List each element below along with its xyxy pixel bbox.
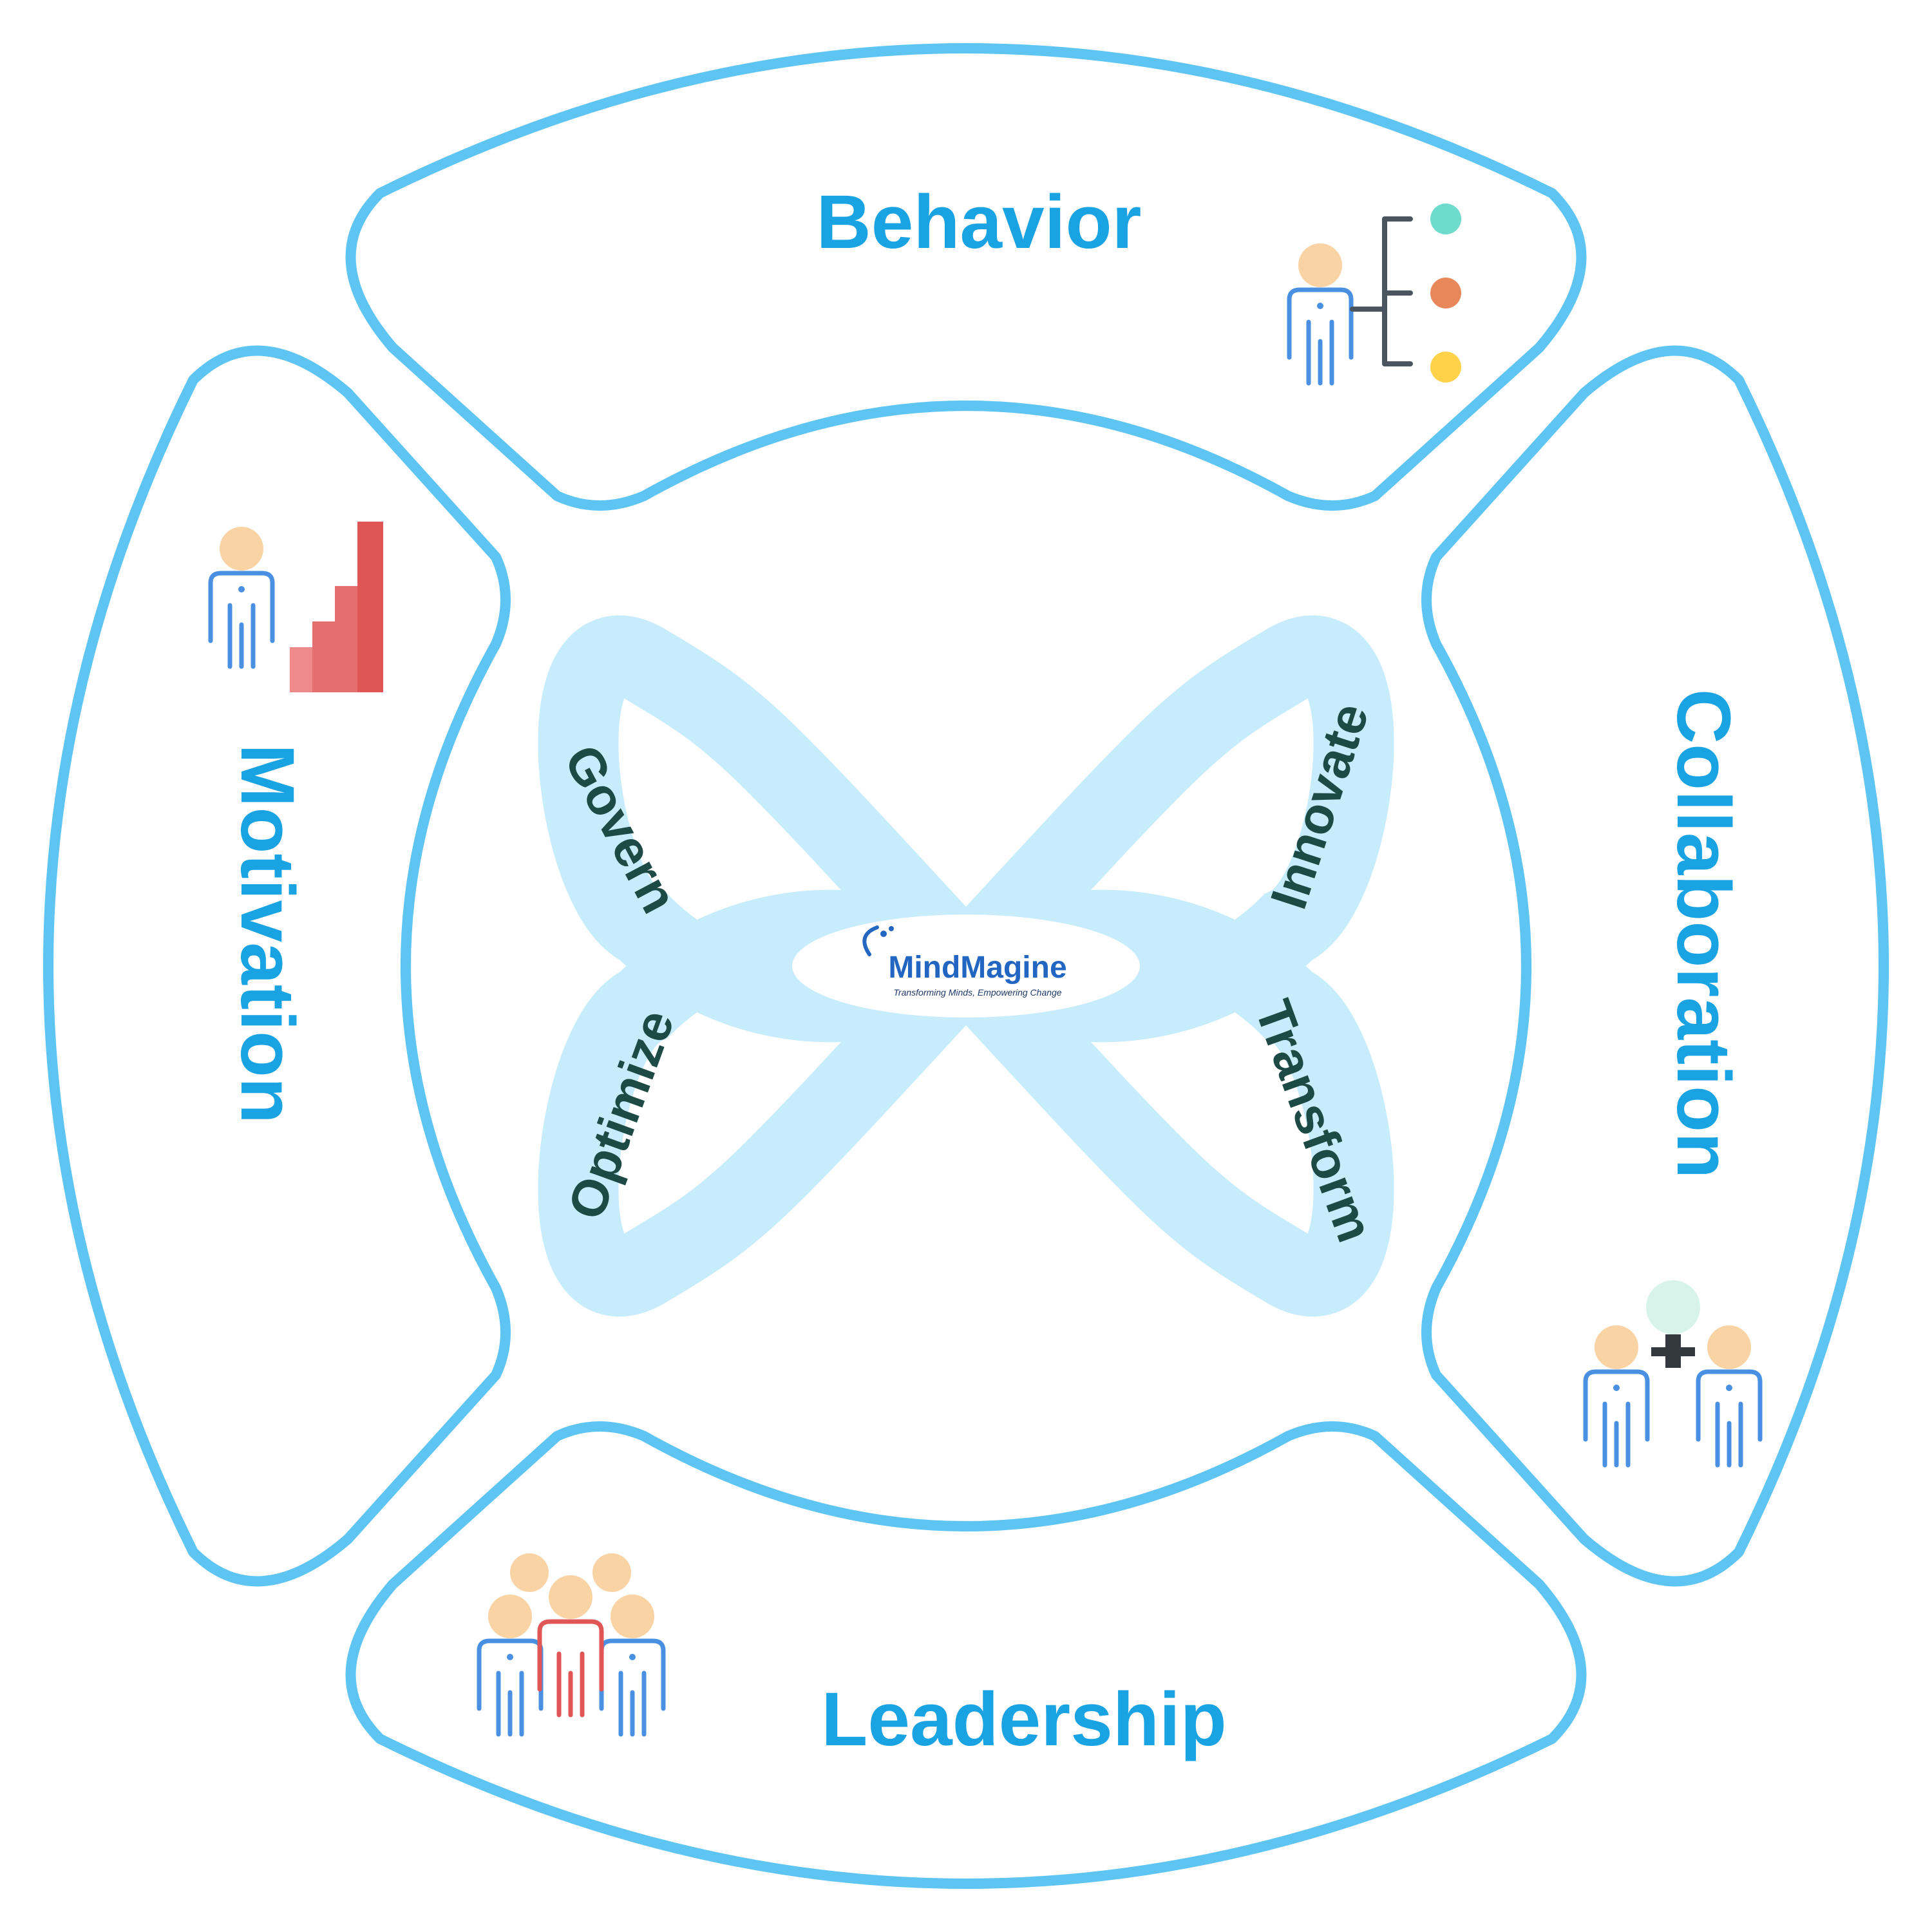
logo-name: MindMagine bbox=[888, 951, 1066, 985]
logo: MindMagine Transforming Minds, Empowerin… bbox=[792, 914, 1140, 1018]
person-with-options-icon bbox=[1289, 204, 1461, 383]
segment-leadership bbox=[345, 1421, 1587, 1889]
segment-motivation bbox=[43, 345, 511, 1587]
segment-label-leadership: Leadership bbox=[821, 1677, 1227, 1762]
segment-collaboration bbox=[1421, 345, 1889, 1587]
team-leader-icon bbox=[479, 1553, 663, 1734]
person-with-bar-chart-icon bbox=[211, 522, 383, 692]
segment-label-motivation: Motivation bbox=[225, 744, 310, 1124]
two-people-idea-icon bbox=[1586, 1280, 1760, 1465]
segment-behavior bbox=[345, 43, 1587, 511]
segment-label-collaboration: Collaboration bbox=[1661, 689, 1746, 1179]
logo-tagline: Transforming Minds, Empowering Change bbox=[893, 987, 1061, 998]
segment-label-behavior: Behavior bbox=[817, 180, 1142, 265]
